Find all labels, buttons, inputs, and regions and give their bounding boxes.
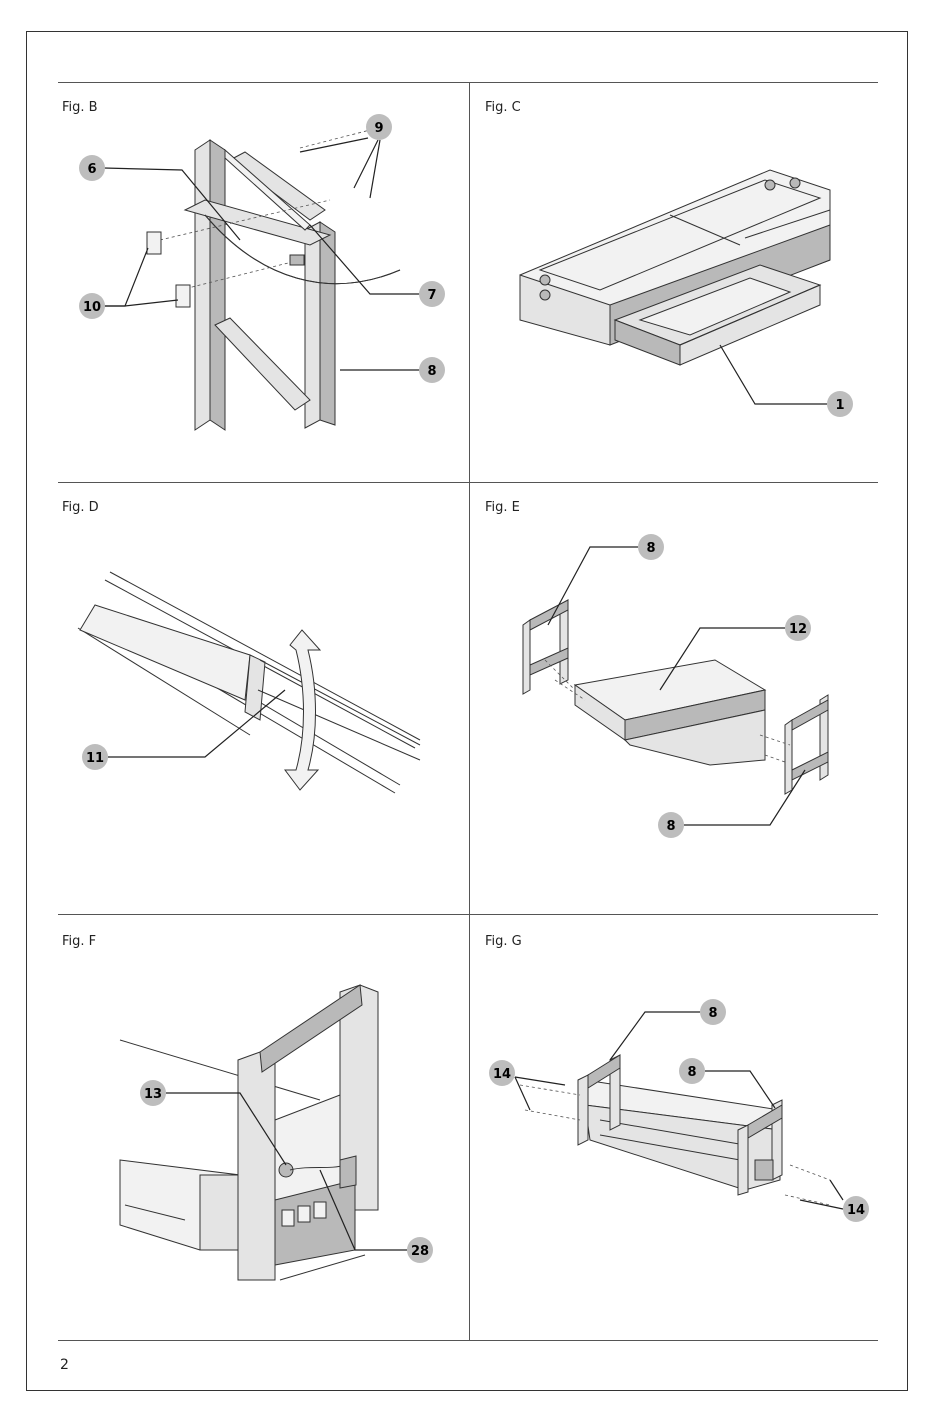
- callout-6: 6: [79, 155, 105, 181]
- svg-text:6: 6: [87, 162, 96, 177]
- callout-11: 11: [82, 744, 108, 770]
- svg-text:8: 8: [666, 819, 675, 834]
- fig-f-drawing: [120, 985, 378, 1280]
- callout-8: 8: [679, 1058, 705, 1084]
- svg-text:7: 7: [427, 288, 436, 303]
- callout-7: 7: [419, 281, 445, 307]
- svg-text:12: 12: [789, 622, 807, 637]
- callout-9: 9: [366, 114, 392, 140]
- svg-text:8: 8: [708, 1006, 717, 1021]
- callout-8: 8: [638, 534, 664, 560]
- callout-14: 14: [843, 1196, 869, 1222]
- svg-text:14: 14: [493, 1067, 511, 1082]
- svg-text:11: 11: [86, 751, 104, 766]
- svg-text:13: 13: [144, 1087, 162, 1102]
- svg-text:9: 9: [374, 121, 383, 136]
- callout-10: 10: [79, 293, 105, 319]
- callout-8: 8: [419, 357, 445, 383]
- fig-c-drawing: [520, 170, 830, 365]
- fig-e-drawing: [523, 600, 828, 794]
- svg-text:8: 8: [687, 1065, 696, 1080]
- svg-text:8: 8: [427, 364, 436, 379]
- callout-13: 13: [140, 1080, 166, 1106]
- callout-12: 12: [785, 615, 811, 641]
- callout-8: 8: [658, 812, 684, 838]
- svg-text:28: 28: [411, 1244, 429, 1259]
- callout-8: 8: [700, 999, 726, 1025]
- fig-d-drawing: [78, 572, 420, 793]
- svg-text:14: 14: [847, 1203, 865, 1218]
- svg-text:1: 1: [835, 398, 844, 413]
- callout-28: 28: [407, 1237, 433, 1263]
- fig-g-drawing: [520, 1055, 830, 1205]
- callout-1: 1: [827, 391, 853, 417]
- svg-text:10: 10: [83, 300, 101, 315]
- callout-14: 14: [489, 1060, 515, 1086]
- fig-b-drawing: [147, 130, 400, 430]
- svg-text:8: 8: [646, 541, 655, 556]
